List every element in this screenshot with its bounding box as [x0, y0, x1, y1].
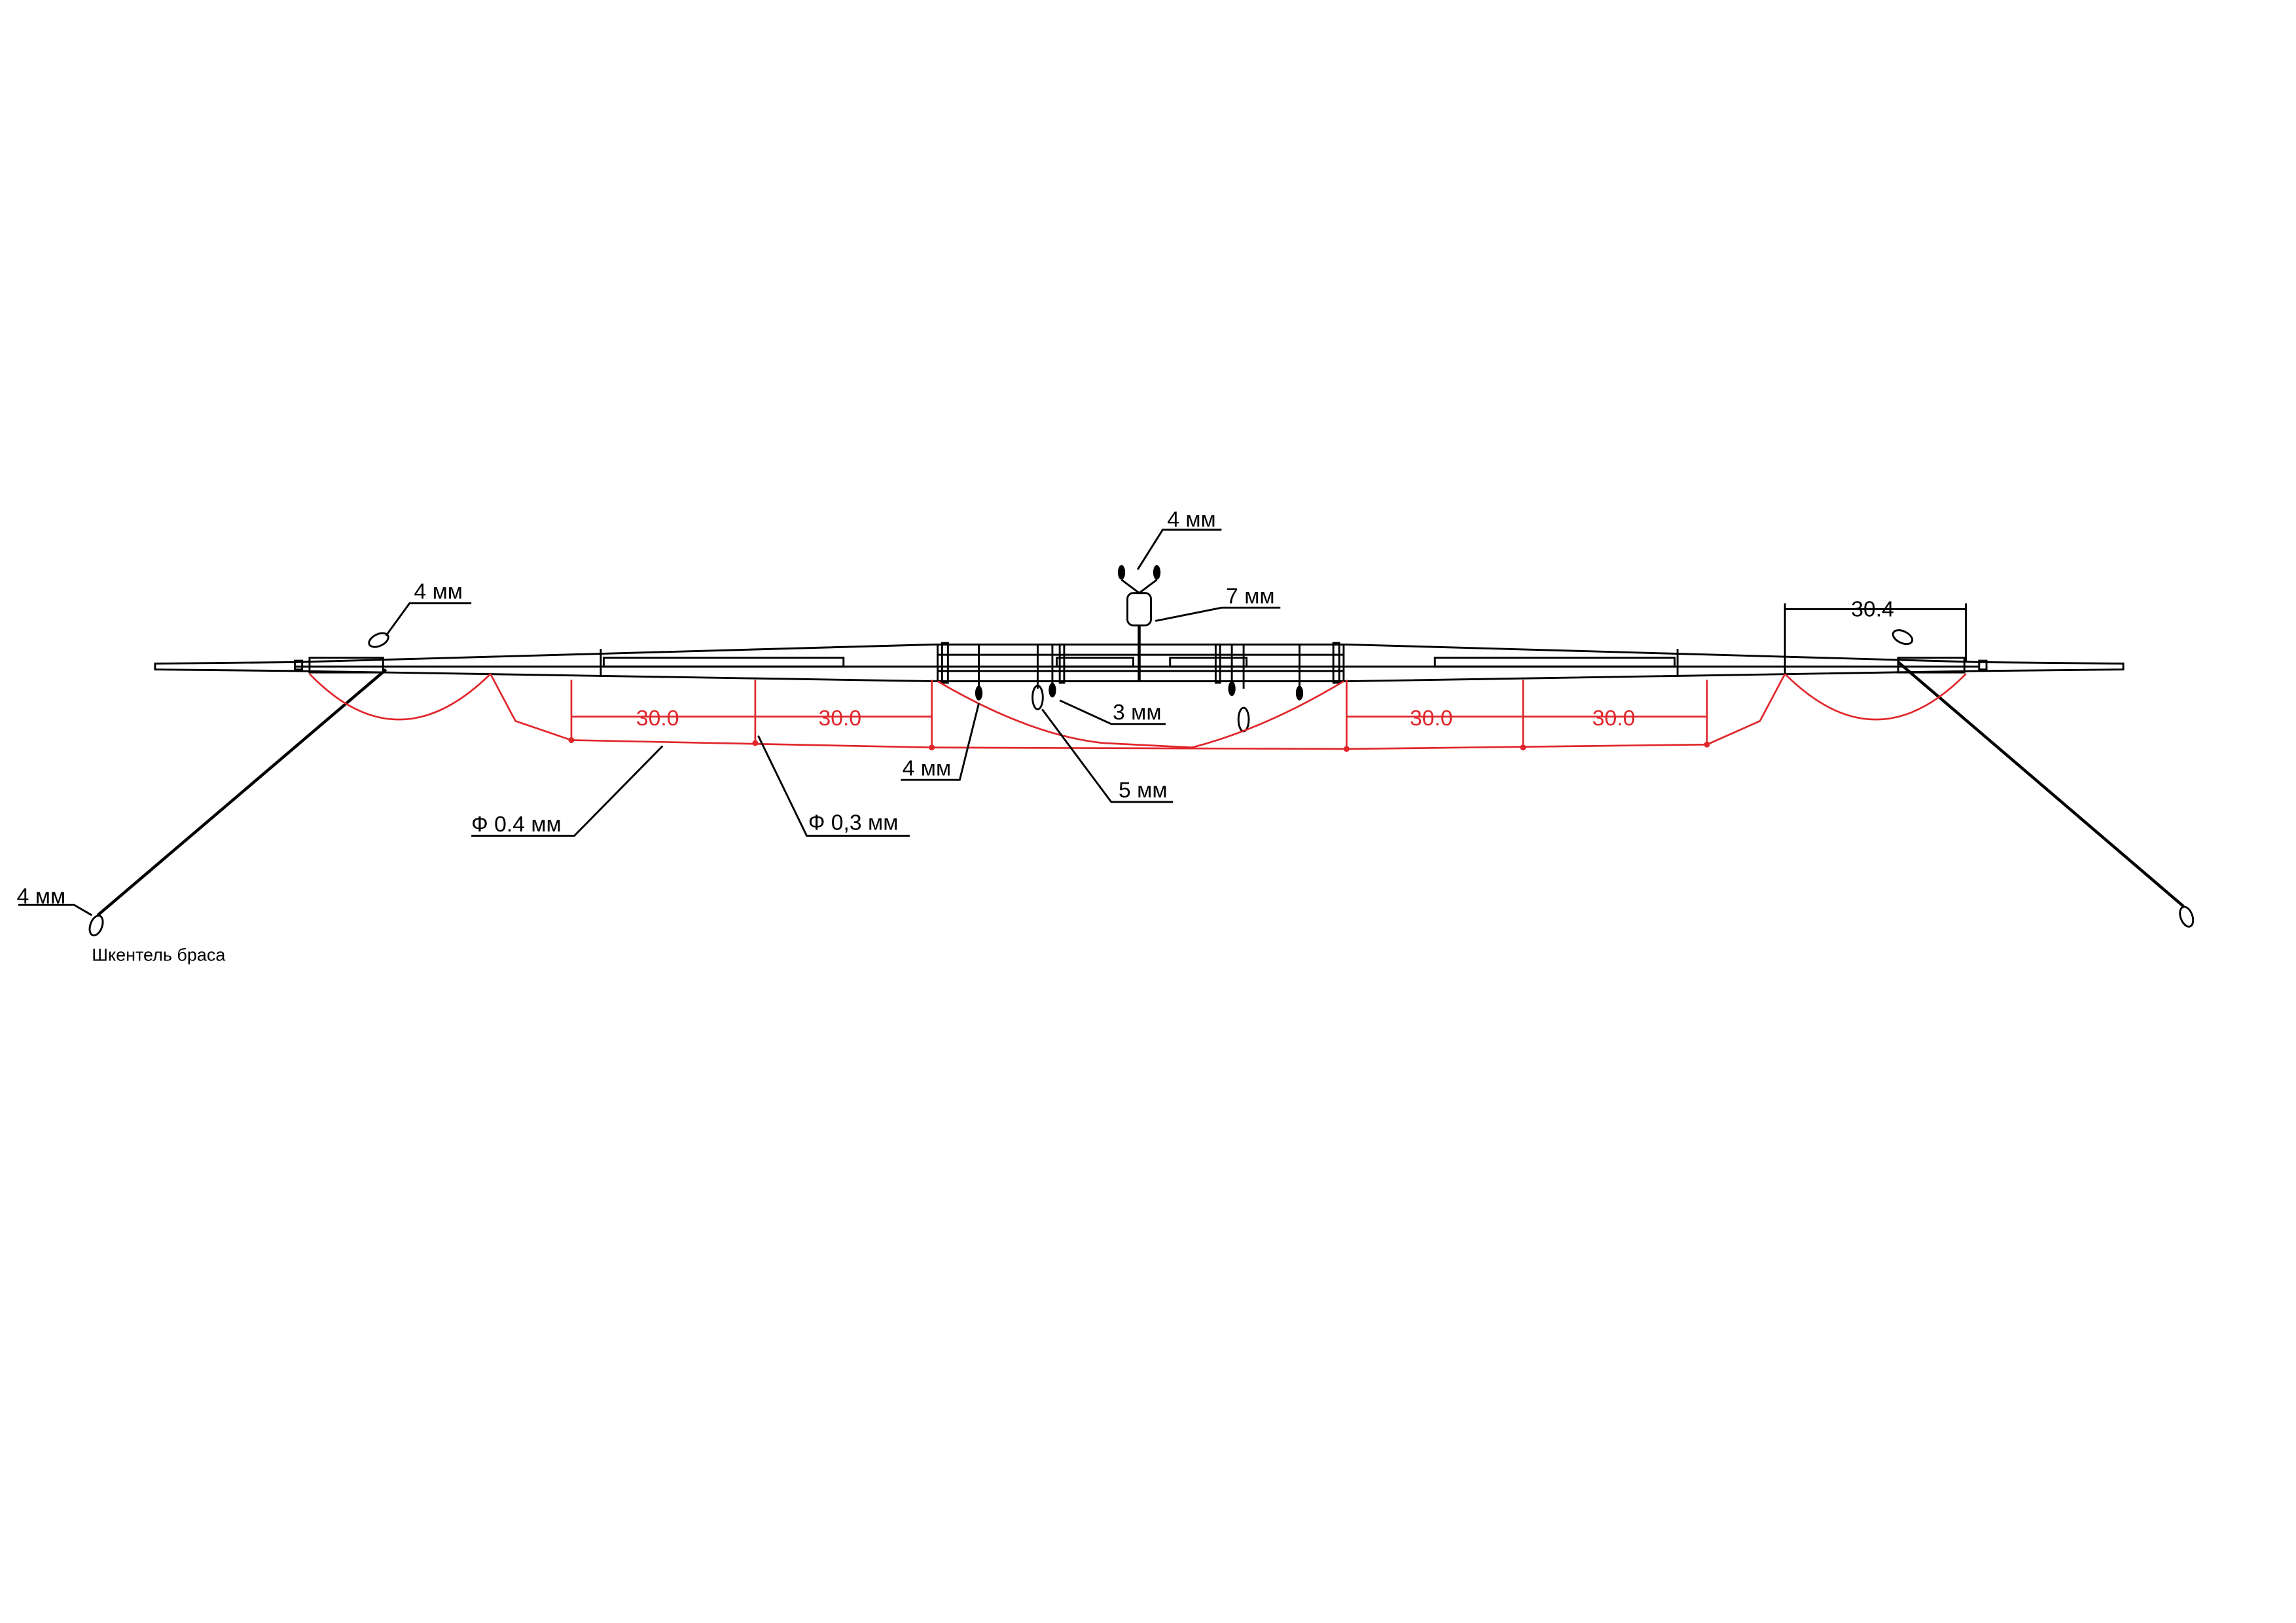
- block-icon: [1892, 629, 1914, 646]
- brace-block-icon: [88, 915, 104, 937]
- label-brace-pendant: Шкентель браса: [92, 945, 225, 965]
- dimension-label: 30.4: [1851, 597, 1894, 622]
- brace-right: [1897, 661, 2185, 908]
- block-icon: [1031, 684, 1044, 710]
- block-icon: [1117, 565, 1126, 580]
- label-block-left-yard: 4 мм: [414, 579, 462, 604]
- dimension-label: 30.0: [1592, 706, 1636, 731]
- block-icon: [1153, 565, 1161, 580]
- block-icon: [1237, 706, 1250, 733]
- brace-left: [96, 668, 387, 917]
- label-block-center: 7 мм: [1226, 583, 1274, 608]
- blocks: [88, 565, 2195, 937]
- block-icon: [368, 632, 389, 648]
- yard: [154, 625, 2125, 689]
- brace-block-icon: [2179, 905, 2195, 928]
- block-icon: [975, 685, 983, 701]
- block-icon: [1049, 682, 1056, 698]
- block-icon: [1295, 685, 1304, 701]
- label-block-top: 4 мм: [1167, 507, 1215, 532]
- dimension-label: 30.0: [819, 706, 862, 731]
- block-icon: [1228, 681, 1236, 697]
- label-block-3mm: 3 мм: [1113, 700, 1161, 725]
- dimension-label: 30.0: [1410, 706, 1453, 731]
- label-rope-04: Ф 0.4 мм: [471, 812, 562, 837]
- label-brace-block: 4 мм: [17, 884, 65, 909]
- label-block-4mm: 4 мм: [903, 756, 951, 780]
- footropes: [308, 673, 1967, 752]
- label-rope-03: Ф 0,3 мм: [808, 811, 899, 835]
- label-block-5mm: 5 мм: [1119, 778, 1167, 803]
- dimension-label: 30.0: [636, 706, 679, 731]
- block-7mm-icon: [1126, 592, 1152, 627]
